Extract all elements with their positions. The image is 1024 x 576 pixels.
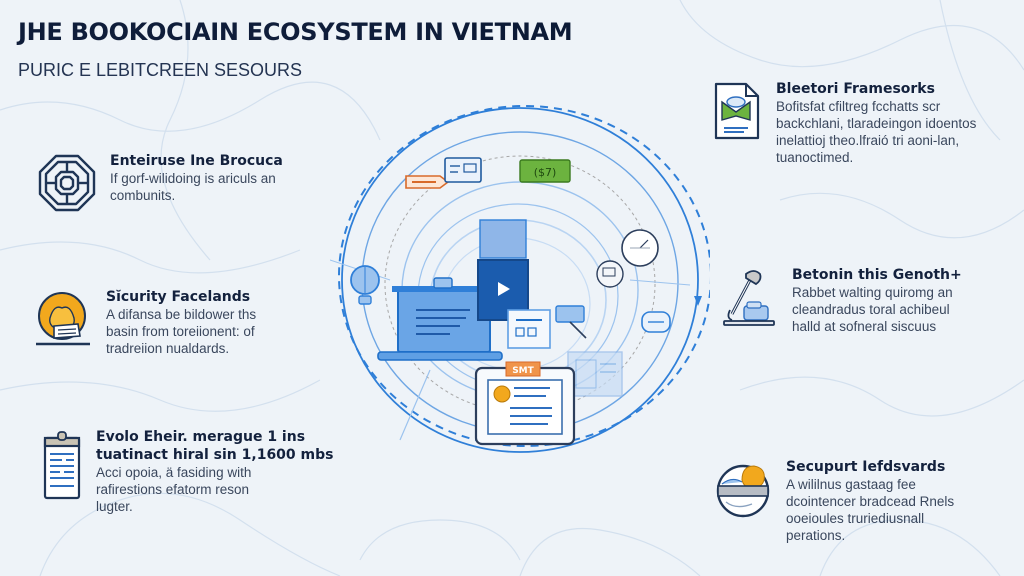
microscope-lab-icon <box>723 270 775 326</box>
ledger-calendar-icon <box>43 431 81 500</box>
clock-gauge-icon <box>621 229 659 267</box>
feature-desc-line: Rabbet walting quiromg an <box>792 285 953 300</box>
feature-frameworks: Bleetori Framesorks Bofitsfat cfiltreg f… <box>712 80 976 166</box>
feature-heading: Betonin this Genoth+ <box>792 267 962 283</box>
feature-growth: Betonin this Genoth+ Rabbet walting quir… <box>718 266 962 335</box>
outer-ring <box>341 107 699 453</box>
money-badge-icon: ($7) <box>519 159 571 183</box>
feature-desc-line: backchlani, tlaradeingon idoentos <box>776 116 977 131</box>
globe-small-icon <box>596 260 624 288</box>
register-icon <box>444 157 482 183</box>
feature-desc-line: combunits. <box>110 188 176 203</box>
title-main: JHE BOOKOCIAIN ECOSYSTEM IN <box>18 18 444 46</box>
page-subtitle: PURIC E LEBITCREEN SESOURS <box>18 60 303 80</box>
octagon-network-icon <box>38 154 96 212</box>
feature-safeguards: Secupurt Iefdsvards A wililnus gastaag f… <box>712 458 954 544</box>
feature-heading: Enteiruse Ine Brocuca <box>110 153 283 169</box>
feature-desc-line: A wililnus gastaag fee <box>786 477 916 492</box>
feature-desc-line: basin from toreiionent: of <box>106 324 255 339</box>
feature-desc-line: A difansa be bildower ths <box>106 307 257 322</box>
feature-heading: Evolo Eheir. merague 1 ins <box>96 429 306 445</box>
document-certificate-icon <box>714 82 760 140</box>
central-hub-illustration: ($7) <box>330 105 710 453</box>
tag-text: SMT <box>512 366 534 376</box>
feature-desc-line: dcointencer bradcead Rnels <box>786 494 955 509</box>
feature-desc-line: perations. <box>786 528 846 543</box>
video-player-icon <box>477 219 529 321</box>
feature-heading: Sĭcurity Facelands <box>106 289 251 305</box>
guardian-badge-icon <box>716 464 770 518</box>
feature-desc-line: tradreiion nualdards. <box>106 341 230 356</box>
feature-desc-line: lugter. <box>96 499 133 514</box>
laptop-icon <box>377 277 503 361</box>
faded-document-icon <box>567 351 623 397</box>
feature-desc-line: If gorf-wilidoing is ariculs an <box>110 171 276 186</box>
feature-desc-line: halld at sofneral siscuus <box>792 319 937 334</box>
feature-desc-line: inelattioj theo.lfraió tri aoni-lan, <box>776 133 960 148</box>
flow-arrow-icon <box>694 296 702 306</box>
feature-desc-line: cleandradus toral achibeul <box>792 302 950 317</box>
page-title: JHE BOOKOCIAIN ECOSYSTEM IN VIETNAM <box>18 18 573 46</box>
feature-desc-line: ooeioules truriediusnall <box>786 511 925 526</box>
feature-heading: Secupurt Iefdsvards <box>786 459 946 475</box>
tablet-document-icon: SMT <box>474 361 576 446</box>
security-mascot-icon <box>36 292 90 346</box>
feature-desc-line: Bofitsfat cfiltreg fcchatts scr <box>776 99 941 114</box>
feature-security: Sĭcurity Facelands A difansa be bildower… <box>32 288 256 357</box>
price-tag-icon <box>405 175 450 189</box>
money-badge-text: ($7) <box>534 166 557 179</box>
database-icon <box>641 311 671 333</box>
lightbulb-globe-icon <box>350 265 380 305</box>
title-emphasis: VIETNAM <box>451 18 573 46</box>
feature-heading-line-2: tuatinact hiral sin 1,1600 mbs <box>96 447 334 463</box>
feature-desc-line: Acci opoia, ä fasiding with <box>96 465 252 480</box>
feature-desc-line: tuanoctimed. <box>776 150 854 165</box>
feature-desc-line: rafirestions efatorm reson <box>96 482 250 497</box>
chat-bubble-icon <box>555 305 587 339</box>
feature-evolution: Evolo Eheir. merague 1 ins tuatinact hir… <box>42 428 333 515</box>
feature-heading: Bleetori Framesorks <box>776 81 935 97</box>
info-card-icon <box>507 309 551 349</box>
feature-enterprise: Enteiruse Ine Brocuca If gorf-wilidoing … <box>36 152 283 214</box>
